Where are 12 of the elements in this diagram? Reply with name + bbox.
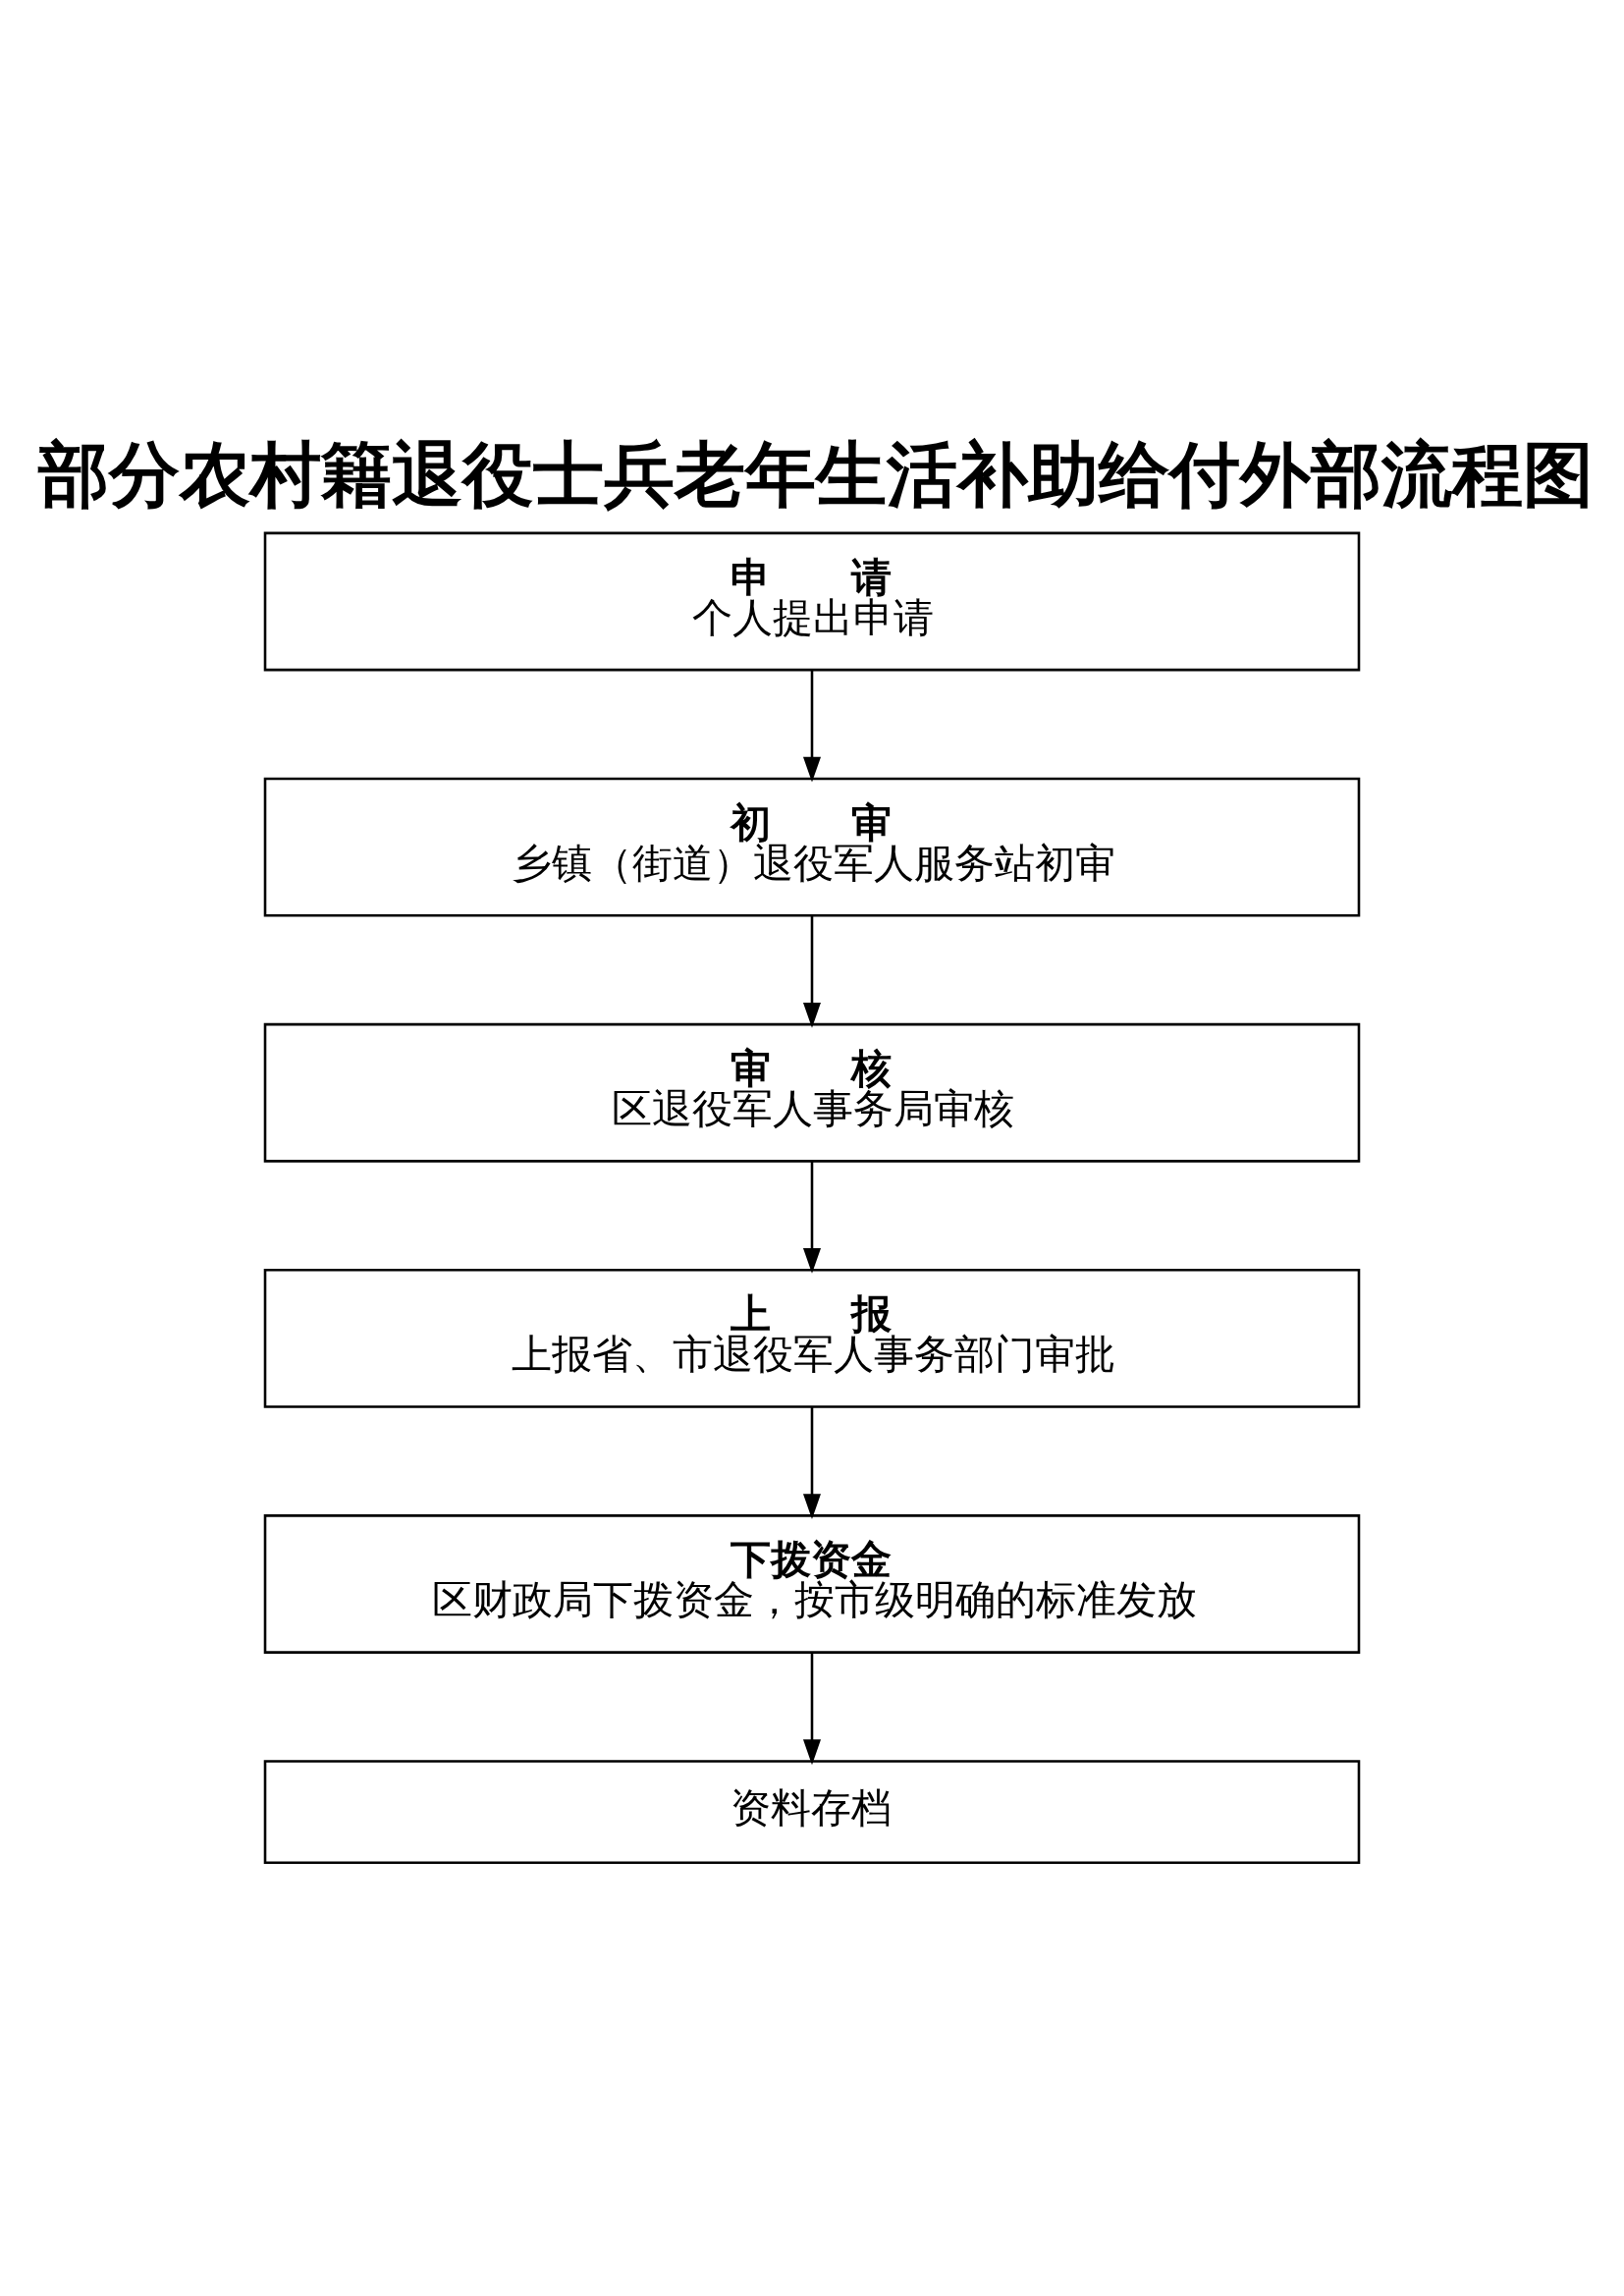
arrow xyxy=(802,915,822,1028)
arrow xyxy=(802,1406,822,1519)
arrow xyxy=(802,1653,822,1765)
node-box: 申 请 个人提出申请 xyxy=(263,531,1361,671)
node-box: 下拨资金 区财政局下拨资金，按市级明确的标准发放 xyxy=(263,1513,1361,1654)
diagram-title: 部分农村籍退役士兵老年生活补助给付外部流程图 xyxy=(38,432,1595,516)
arrow xyxy=(802,670,822,783)
arrow xyxy=(802,1161,822,1274)
node-box: 审 核 区退役军人事务局审核 xyxy=(263,1022,1361,1163)
node-box: 资料存档 xyxy=(263,1759,1361,1864)
node-box: 上 报 上报省、市退役军人事务部门审批 xyxy=(263,1268,1361,1408)
node-box: 初 审 乡镇（街道）退役军人服务站初审 xyxy=(263,777,1361,917)
